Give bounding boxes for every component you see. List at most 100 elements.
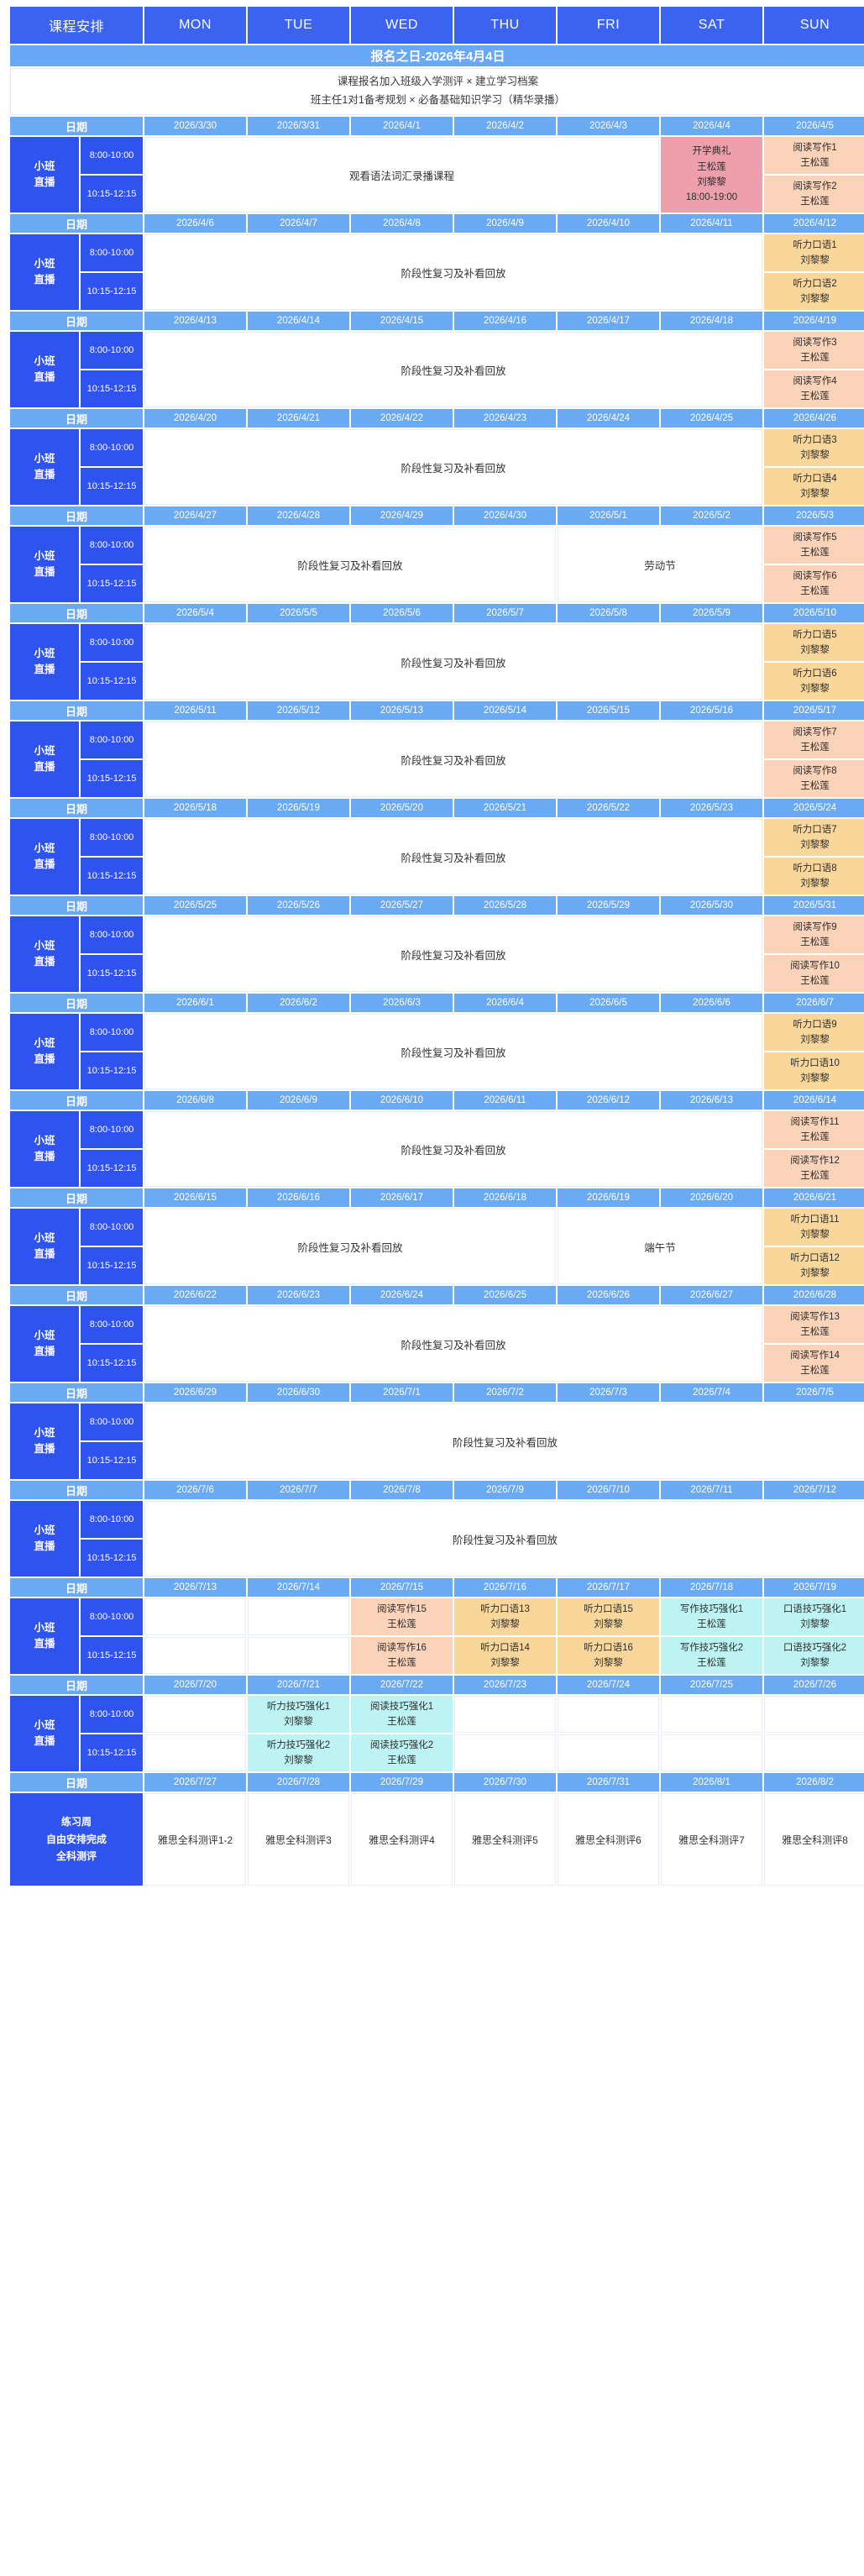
course-cell-sun-slot2-line: 王松莲 (800, 781, 830, 791)
practice-cell-4[interactable]: 雅思全科测评6 (558, 1793, 660, 1886)
practice-label-line3: 全科测评 (56, 1850, 97, 1863)
date-cell-0: 2026/4/13 (144, 312, 247, 330)
course-cell-s2-6-line: 刘黎黎 (800, 1658, 830, 1668)
course-cell-s2-3[interactable] (454, 1734, 557, 1771)
date-cell-4: 2026/4/3 (558, 117, 660, 135)
course-cell-sun-slot2-line: 阅读写作10 (790, 960, 840, 971)
practice-cell-5[interactable]: 雅思全科测评7 (661, 1793, 763, 1886)
date-cell-6: 2026/6/21 (764, 1188, 864, 1207)
date-label: 日期 (10, 1676, 144, 1694)
course-cell-s1-0[interactable] (144, 1696, 247, 1733)
date-cell-6: 2026/7/5 (764, 1383, 864, 1402)
week-row-slot2: 10:15-12:15 (10, 1540, 864, 1577)
course-cell-s2-1[interactable] (248, 1637, 350, 1674)
date-cell-5: 2026/4/25 (661, 409, 763, 428)
course-cell-s1-4-line: 听力口语15 (584, 1603, 633, 1614)
date-cell-2: 2026/4/29 (351, 506, 453, 525)
course-cell-s2-0[interactable] (144, 1734, 247, 1771)
block-label: 小班直播 (10, 624, 79, 700)
course-cell-s1-4[interactable] (558, 1696, 660, 1733)
date-cell-1: 2026/4/21 (248, 409, 350, 428)
date-cell-4: 2026/5/8 (558, 604, 660, 622)
date-cell-2: 2026/7/29 (351, 1773, 453, 1792)
date-cell-5: 2026/6/6 (661, 994, 763, 1012)
course-cell-sun-slot1-line: 王松莲 (800, 742, 830, 753)
course-cell-s1-6[interactable] (764, 1696, 864, 1733)
practice-cell-3[interactable]: 雅思全科测评5 (454, 1793, 557, 1886)
course-cell-s1-5[interactable] (661, 1696, 763, 1733)
time-slot-1: 8:00-10:00 (81, 332, 144, 369)
date-cell-6: 2026/4/26 (764, 409, 864, 428)
practice-cell-2[interactable]: 雅思全科测评4 (351, 1793, 453, 1886)
practice-cell-1[interactable]: 雅思全科测评3 (248, 1793, 350, 1886)
date-cell-2: 2026/4/8 (351, 214, 453, 233)
practice-week-label: 练习周自由安排完成全科测评 (10, 1793, 144, 1886)
practice-cell-0[interactable]: 雅思全科测评1-2 (144, 1793, 247, 1886)
time-slot-2: 10:15-12:15 (81, 176, 144, 212)
date-cell-4: 2026/6/12 (558, 1091, 660, 1110)
course-cell-s2-4[interactable] (558, 1734, 660, 1771)
block-label-line1: 小班 (34, 745, 55, 758)
date-cell-5: 2026/4/4 (661, 117, 763, 135)
course-cell-s1-1[interactable] (248, 1598, 350, 1635)
course-cell-s2-5[interactable] (661, 1734, 763, 1771)
time-slot-2: 10:15-12:15 (81, 1734, 144, 1771)
practice-cell-6[interactable]: 雅思全科测评8 (764, 1793, 864, 1886)
course-cell-sun-slot2-line: 刘黎黎 (800, 1073, 830, 1083)
date-cell-5: 2026/7/4 (661, 1383, 763, 1402)
course-cell-s2-0[interactable] (144, 1637, 247, 1674)
block-label: 小班直播 (10, 916, 79, 992)
course-cell-s1-0[interactable] (144, 1598, 247, 1635)
course-cell-s1-3[interactable] (454, 1696, 557, 1733)
course-line: 刘黎黎 (697, 177, 726, 187)
course-cell-s2-6[interactable] (764, 1734, 864, 1771)
course-cell-sun-slot2-line: 刘黎黎 (800, 489, 830, 499)
